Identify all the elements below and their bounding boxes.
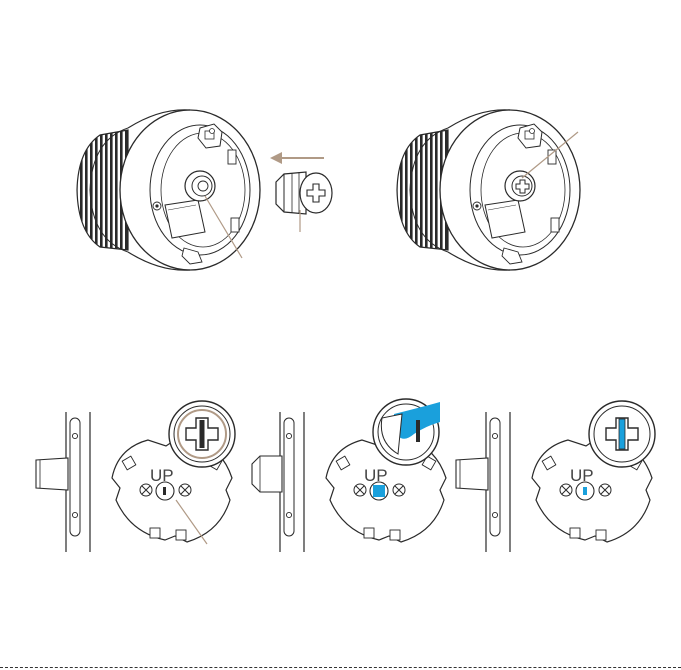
zoom-bubble-3	[589, 401, 655, 467]
door-edge-1	[36, 412, 90, 552]
motor-unit-without-adapter	[77, 110, 260, 270]
step-1: UP	[36, 401, 235, 552]
up-label: UP	[364, 466, 388, 485]
motor-unit-with-adapter	[397, 110, 580, 270]
cross-adapter-icon	[276, 172, 332, 232]
up-label: UP	[150, 466, 174, 485]
door-edge-3	[456, 412, 510, 552]
thumbturn-side	[36, 458, 68, 490]
step-2: UP	[252, 399, 446, 552]
thumbturn-side	[252, 456, 282, 492]
page-divider	[0, 667, 681, 668]
step-3: UP	[456, 401, 655, 552]
thumbturn-side	[456, 458, 488, 490]
zoom-bubble-2	[373, 399, 440, 465]
arrow-left-icon	[270, 152, 324, 164]
cross-adapter-installed	[505, 171, 535, 201]
zoom-bubble-1	[169, 401, 235, 467]
door-edge-2	[252, 412, 304, 552]
up-label: UP	[570, 466, 594, 485]
spindle-socket	[185, 171, 215, 201]
